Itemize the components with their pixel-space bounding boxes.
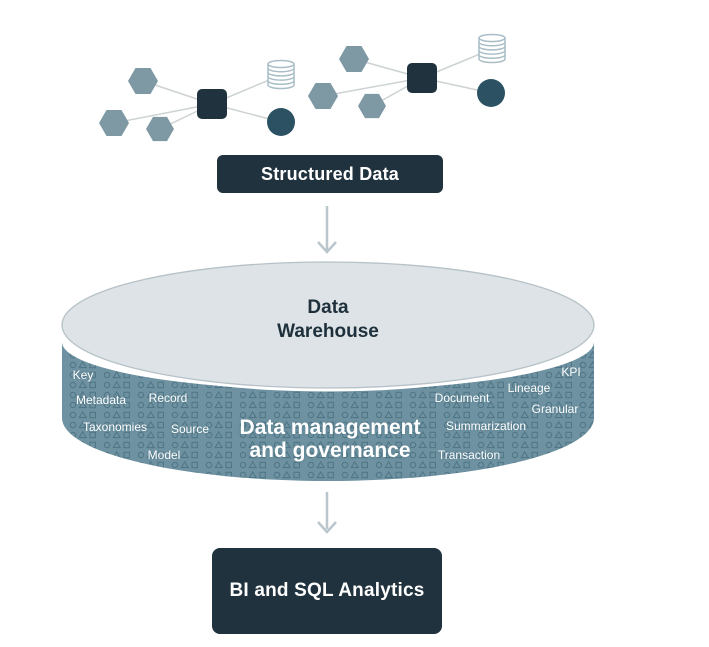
database-icon [478,33,506,64]
down-arrow-icon [317,492,337,534]
structured-data-label: Structured Data [260,163,400,184]
warehouse-title-line1: Data [307,297,349,318]
connector-line [113,103,213,124]
database-icon [267,59,295,90]
hexagon-icon [128,68,158,94]
band-label-taxonomies: Taxonomies [82,420,148,434]
band-label-lineage: Lineage [507,381,551,395]
structured-data-box: Structured Data [217,155,443,193]
band-label-metadata: Metadata [75,393,127,407]
band-label-summarization: Summarization [445,419,527,433]
hexagon-icon [339,46,369,72]
bi-analytics-box: BI and SQL Analytics [212,548,442,634]
warehouse-title: Data Warehouse [277,296,379,344]
circle-node-icon [477,79,505,107]
hexagon-icon [99,110,129,136]
circle-node-icon [267,108,295,136]
band-label-document: Document [434,391,490,405]
band-label-model: Model [147,448,181,462]
hexagon-icon [146,116,174,142]
processor-square-icon [407,63,437,93]
band-label-source: Source [170,422,210,436]
bi-analytics-label: BI and SQL Analytics [229,580,425,601]
data-warehouse-cylinder [59,260,597,481]
connector-line [322,77,423,97]
hexagon-icon [358,93,386,119]
band-center-line1: Data management [239,416,421,439]
hexagon-icon [308,83,338,109]
band-label-transaction: Transaction [437,448,501,462]
band-label-key: Key [72,368,94,382]
cylinder-top [61,261,595,389]
network-cluster-1-nodes [99,59,295,142]
band-label-kpi: KPI [561,365,581,379]
warehouse-title-line2: Warehouse [277,321,379,342]
cylinder-band [62,342,594,481]
band-label-record: Record [148,391,188,405]
processor-square-icon [197,89,227,119]
network-cluster-2-nodes [308,33,506,119]
band-label-granular: Granular [531,402,579,416]
band-center-line2: and governance [249,439,411,462]
down-arrow-icon [317,206,337,254]
band-center-text: Data management and governance [240,416,421,462]
